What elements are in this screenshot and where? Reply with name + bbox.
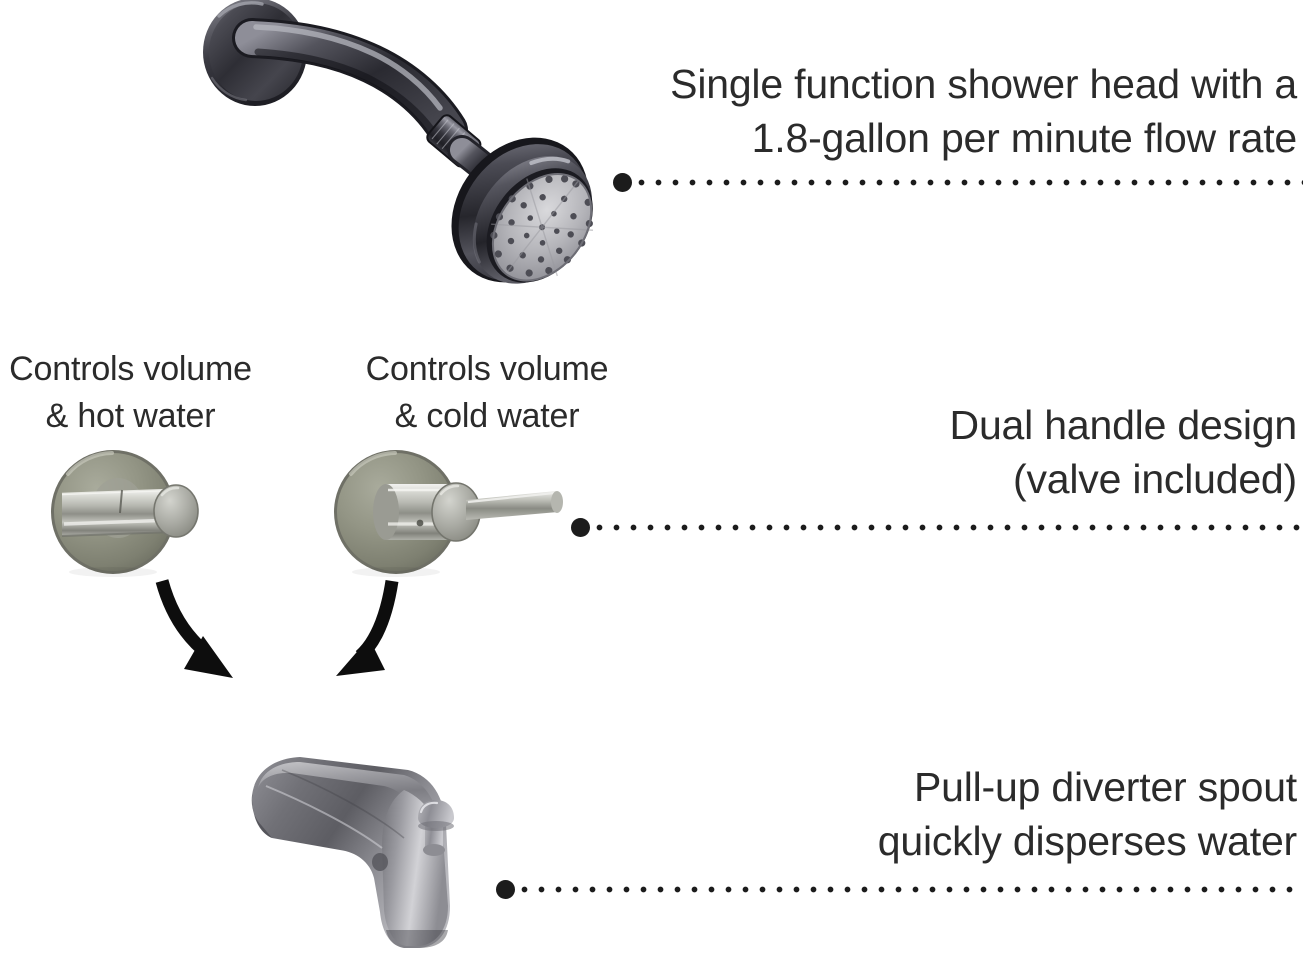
caption-cold-handle-line-2: & cold water xyxy=(394,396,580,435)
caption-hot-handle-line-1: Controls volume xyxy=(9,350,252,388)
caption-hot-handle-line-2: & hot water xyxy=(45,396,216,435)
callout-dual-handle: Dual handle design (valve included) xyxy=(949,398,1298,506)
callout-dual-handle-line-2: (valve included) xyxy=(1013,456,1297,503)
arrow-hot-to-spout xyxy=(155,579,233,678)
product-tub-spout xyxy=(251,757,454,948)
arrow-cold-to-spout xyxy=(336,579,399,676)
product-hot-handle xyxy=(51,450,199,577)
leader-bullet-tub-spout xyxy=(496,880,515,899)
leader-dots-shower-head xyxy=(638,179,1303,186)
product-cold-handle xyxy=(334,450,563,577)
callout-dual-handle-line-1: Dual handle design xyxy=(949,402,1298,448)
leader-line-tub-spout xyxy=(496,880,1303,899)
callout-shower-head: Single function shower head with a 1.8-g… xyxy=(670,57,1297,165)
diverter-knob xyxy=(418,800,454,856)
leader-line-shower-head xyxy=(613,173,1303,192)
caption-cold-handle-line-1: Controls volume xyxy=(365,350,609,388)
leader-bullet-dual-handle xyxy=(571,518,590,537)
callout-tub-spout-line-2: quickly disperses water xyxy=(877,818,1297,865)
caption-hot-handle: Controls volume & hot water xyxy=(3,346,258,440)
callout-tub-spout-line-1: Pull-up diverter spout xyxy=(913,764,1297,810)
product-shower-head xyxy=(203,0,594,284)
leader-dots-dual-handle xyxy=(596,524,1303,531)
leader-line-dual-handle xyxy=(571,518,1303,537)
leader-dots-tub-spout xyxy=(521,886,1303,893)
caption-cold-handle: Controls volume & cold water xyxy=(357,346,617,440)
callout-shower-head-line-2: 1.8-gallon per minute flow rate xyxy=(751,115,1298,162)
leader-bullet-shower-head xyxy=(613,173,632,192)
callout-tub-spout: Pull-up diverter spout quickly disperses… xyxy=(878,760,1297,868)
callout-shower-head-line-1: Single function shower head with a xyxy=(670,61,1297,107)
